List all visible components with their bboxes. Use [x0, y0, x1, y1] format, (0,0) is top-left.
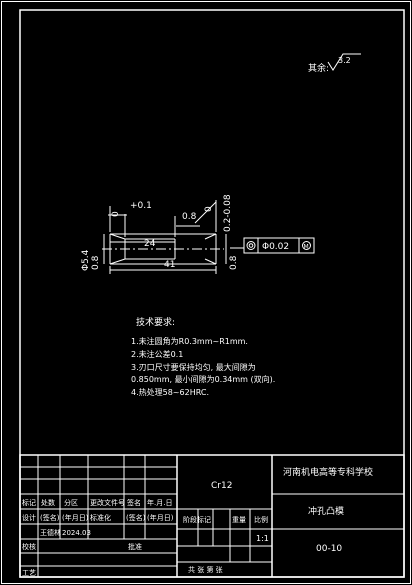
- design-row-2: (签名): [40, 513, 60, 522]
- tech-requirements: 技术要求: 1.未注圆角为R0.3mm~R1mm. 2.未注公差0.1 3.刃口…: [131, 316, 275, 397]
- title-block: [19, 454, 405, 578]
- review-row-name: 王德林: [40, 528, 61, 537]
- inner-border: [19, 9, 405, 578]
- review-row-date: 2024.03: [62, 529, 91, 537]
- change-row-2: 处数: [41, 498, 55, 507]
- drawing-number: 00-10: [316, 544, 342, 554]
- dim-tol-zero: 0: [111, 211, 121, 217]
- design-row-1: 设计: [22, 513, 36, 522]
- dim-shank-dia: 0.8: [91, 255, 101, 270]
- tech-item-5: 4.热处理58~62HRC.: [131, 387, 209, 397]
- design-row-4: 标准化: [90, 513, 111, 522]
- check-label: 校核: [22, 542, 36, 551]
- tech-item-2: 2.未注公差0.1: [131, 349, 183, 359]
- tolerance-frame: Φ0.02 M: [243, 237, 315, 254]
- scale-header: 比例: [254, 515, 268, 524]
- tolerance-datum: M: [304, 244, 309, 251]
- surface-finish-value: 3.2: [338, 56, 351, 65]
- change-row-5: 签名: [127, 498, 141, 507]
- design-row-5: (签名): [126, 513, 146, 522]
- mmc-icon: [302, 241, 311, 250]
- approve-label: 批准: [128, 542, 142, 551]
- concentricity-icon: [246, 241, 256, 250]
- process-label: 工艺: [22, 569, 36, 577]
- part-drawing: [102, 200, 244, 274]
- tech-title: 技术要求:: [136, 316, 175, 328]
- surface-finish-note: 其余: 3.2: [308, 53, 361, 74]
- change-row-1: 标记: [22, 498, 36, 507]
- change-row-4: 更改文件号: [90, 498, 125, 507]
- dim-tip-length: 0.8: [182, 212, 197, 222]
- dim-tol-right-bottom: 0.2-0.08: [223, 194, 233, 232]
- design-row-6: (年月日): [147, 513, 174, 522]
- dim-tol-right-top: 0: [204, 206, 214, 212]
- tech-item-3: 3.刃口尺寸要保持均匀, 最大间隙为: [131, 362, 256, 372]
- design-row-3: (年月日): [62, 513, 89, 522]
- stage-header-1: 阶段标记: [183, 515, 211, 524]
- dimension-text: Φ5.4 0.8 24 41 0.8 +0.1 0 0 0.2-0.08 0.8: [81, 194, 239, 271]
- tolerance-value: Φ0.02: [262, 242, 289, 252]
- dim-step-length: 24: [144, 239, 156, 249]
- change-row-3: 分区: [64, 498, 78, 507]
- part-name: 冲孔凸模: [308, 505, 344, 517]
- tech-item-1: 1.未注圆角为R0.3mm~R1mm.: [131, 336, 248, 346]
- school-name: 河南机电高等专科学校: [283, 466, 373, 478]
- roughness-icon: [327, 53, 361, 71]
- dim-right-dia: 0.8: [229, 255, 239, 270]
- stage-header-2: 重量: [232, 516, 246, 524]
- tech-item-4: 0.850mm, 最小间隙为0.34mm (双向).: [131, 374, 275, 384]
- title-block-text: Cr12 河南机电高等专科学校 冲孔凸模 00-10 阶段标记 重量 比例 1:…: [22, 466, 373, 577]
- dim-hole-dia: Φ5.4: [81, 249, 91, 271]
- material-label: Cr12: [211, 481, 232, 491]
- scale-value: 1:1: [256, 534, 269, 543]
- sheet-count: 共 张 第 张: [188, 565, 223, 574]
- dim-tol-plus: +0.1: [130, 201, 152, 211]
- change-row-6: 年.月.日: [147, 498, 172, 507]
- dim-total-length: 41: [164, 260, 175, 270]
- surface-finish-label: 其余:: [308, 62, 329, 74]
